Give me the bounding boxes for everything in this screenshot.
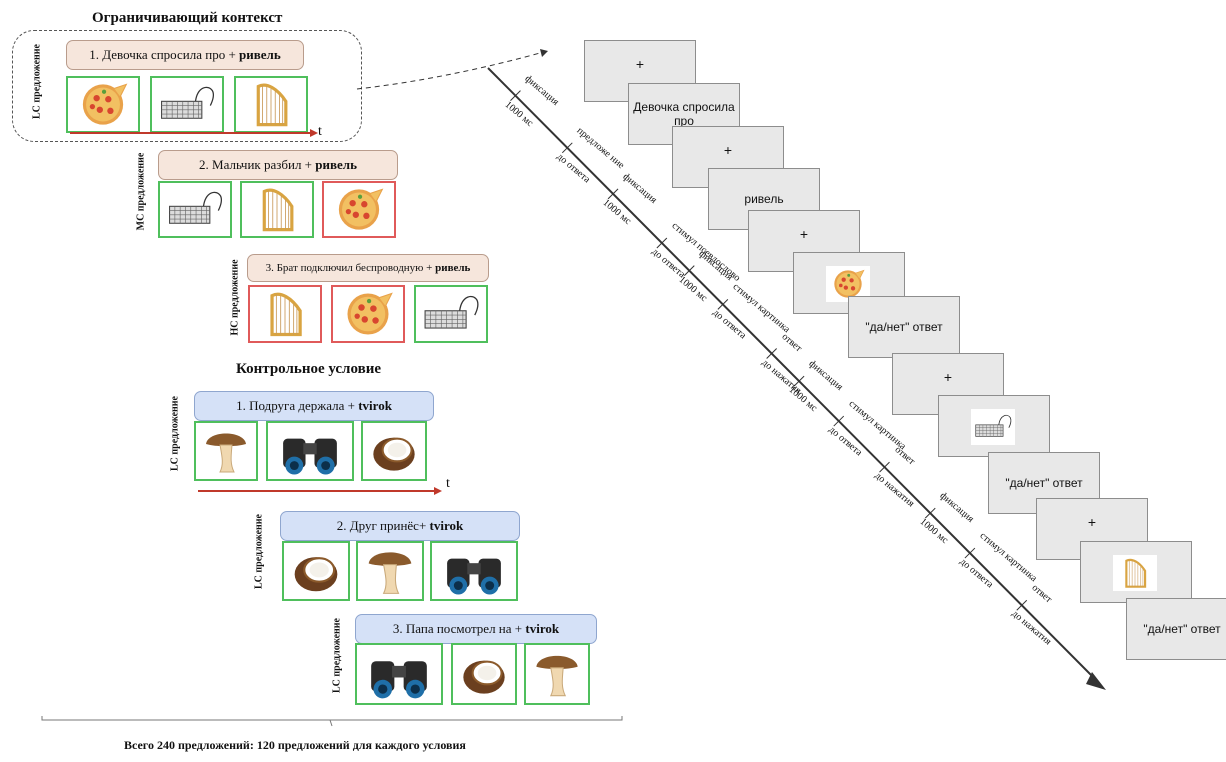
pizza-icon xyxy=(333,287,403,341)
timeline-tick xyxy=(683,265,695,276)
timeline-tick xyxy=(561,142,573,154)
timeline-tick xyxy=(964,547,976,559)
timeline-tick xyxy=(656,237,668,249)
screen-text: "да/нет" ответ xyxy=(865,320,943,334)
screen-text: + xyxy=(799,225,809,242)
condition-label: LC предложение xyxy=(253,514,265,589)
timeline-tick xyxy=(1016,599,1028,611)
picture-card xyxy=(430,541,518,601)
highlight-box xyxy=(12,30,362,142)
picture-card xyxy=(361,421,427,481)
binoculars-icon xyxy=(268,423,352,479)
screen-text: + xyxy=(1087,513,1097,530)
screen-frame: "да/нет" ответ xyxy=(1126,598,1226,660)
sentence-box: 2. Мальчик разбил + ривель xyxy=(158,150,398,180)
picture-card xyxy=(150,76,224,133)
sentence-text: 1. Девочка спросила про + xyxy=(89,47,236,62)
control-title: Контрольное условие xyxy=(236,361,382,377)
coconut-icon xyxy=(363,423,425,479)
timeline-tick xyxy=(924,507,936,519)
mushroom-icon xyxy=(358,543,422,599)
harp-icon xyxy=(250,287,320,341)
screen-text: + xyxy=(943,368,953,385)
timeline-tick xyxy=(510,90,521,101)
summary-text: Всего 240 предложений: 120 предложений д… xyxy=(124,738,466,752)
picture-card xyxy=(240,181,314,238)
screen-text: + xyxy=(635,55,645,72)
screen-text: Девочка спросила про xyxy=(633,100,735,128)
timeline-tick xyxy=(793,375,805,387)
picture-card xyxy=(331,285,405,343)
picture-card xyxy=(451,643,517,705)
screen-text: "да/нет" ответ xyxy=(1005,476,1083,490)
target-word: ривель xyxy=(315,157,357,172)
timeline-tick xyxy=(717,299,729,310)
picture-card xyxy=(66,76,140,133)
timeline-tick xyxy=(607,188,619,200)
picture-card xyxy=(355,643,443,705)
time-axis-label: t xyxy=(318,124,322,139)
picture-card xyxy=(266,421,354,481)
sentence-text: 3. Брат подключил беспроводную + xyxy=(265,262,433,274)
pizza-icon xyxy=(324,183,394,236)
time-arrow xyxy=(198,487,442,495)
condition-label: LC предложение xyxy=(31,44,43,119)
keyboard-icon xyxy=(152,78,222,131)
sentence-box: 3. Брат подключил беспроводную + ривель xyxy=(247,254,489,282)
link-arrow xyxy=(356,49,548,90)
screen-text: ривель xyxy=(744,192,784,206)
sentence-text: 3. Папа посмотрел на + xyxy=(392,621,523,636)
picture-card xyxy=(322,181,396,238)
picture-card xyxy=(356,541,424,601)
screen-frame xyxy=(1080,541,1192,603)
time-arrow xyxy=(70,129,318,137)
target-word: ривель xyxy=(435,262,471,274)
condition-label: LC предложение xyxy=(331,618,343,693)
pizza-icon xyxy=(68,78,138,131)
timeline-tick xyxy=(833,415,845,427)
sentence-box: 1. Подруга держала + tvirok xyxy=(194,391,434,421)
experimental-title: Ограничивающий контекст xyxy=(92,10,283,26)
sentence-box: 1. Девочка спросила про + ривель xyxy=(66,40,304,70)
timeline-axis xyxy=(487,67,1106,690)
target-word: ривель xyxy=(239,47,281,62)
condition-label: LC предложение xyxy=(169,396,181,471)
picture-card xyxy=(282,541,350,601)
screen-text: + xyxy=(723,141,733,158)
picture-card xyxy=(414,285,488,343)
timeline-tick xyxy=(766,348,778,359)
picture-card xyxy=(524,643,590,705)
binoculars-icon xyxy=(357,645,441,703)
screen-text: "да/нет" ответ xyxy=(1143,622,1221,636)
condition-label: HC предложение xyxy=(229,259,241,336)
condition-label: MC предложение xyxy=(135,152,147,231)
mushroom-icon xyxy=(196,423,256,479)
sentence-text: 2. Мальчик разбил + xyxy=(199,157,313,172)
harp-icon xyxy=(242,183,312,236)
picture-card xyxy=(234,76,308,133)
summary-brace xyxy=(41,716,623,727)
sentence-text: 1. Подруга держала + xyxy=(236,398,355,413)
target-word: tvirok xyxy=(525,621,560,636)
picture-card xyxy=(248,285,322,343)
keyboard-icon xyxy=(416,287,486,341)
timeline-tick xyxy=(879,461,890,473)
time-axis-label: t xyxy=(446,476,450,491)
target-word: tvirok xyxy=(358,398,392,413)
picture-card xyxy=(194,421,258,481)
sentence-box: 2. Друг принёс+ tvirok xyxy=(280,511,520,541)
picture-card xyxy=(158,181,232,238)
sentence-text: 2. Друг принёс+ xyxy=(336,518,427,533)
coconut-icon xyxy=(284,543,348,599)
keyboard-icon xyxy=(160,183,230,236)
harp-icon xyxy=(236,78,306,131)
screen-frame xyxy=(938,395,1050,457)
screen-frame: "да/нет" ответ xyxy=(848,296,960,358)
target-word: tvirok xyxy=(429,518,464,533)
